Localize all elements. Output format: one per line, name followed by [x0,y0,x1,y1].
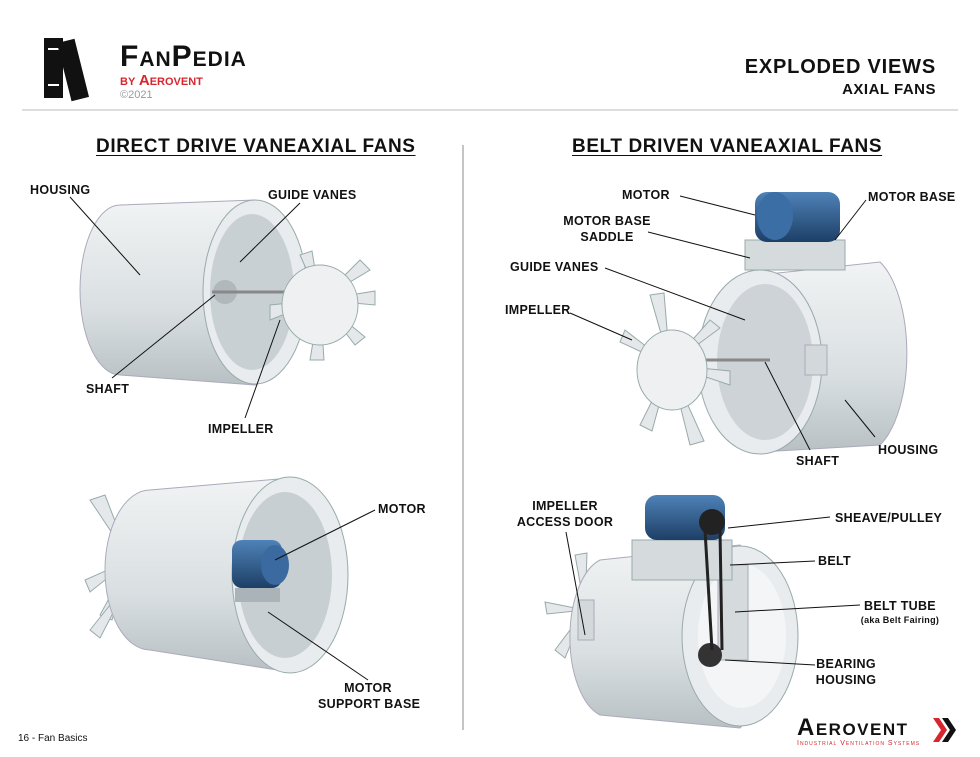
belt-driven-fan-exploded [619,192,908,455]
label-motor-base: MOTOR BASE [868,190,956,204]
belt-driven-fan-assembled [544,495,799,729]
footer-brand-logo: Aerovent [797,714,909,741]
label-sheave-pulley: SHEAVE/PULLEY [835,511,943,525]
direct-drive-fan-exploded [79,199,376,386]
label-shaft: SHAFT [86,382,130,396]
page-title: EXPLODED VIEWS [744,56,936,78]
aerovent-chevron-icon [933,718,956,742]
label-guide-vanes-right: GUIDE VANES [510,260,599,274]
leader-lines [69,195,876,681]
label-housing-right: HOUSING [878,443,939,457]
direct-drive-fan-assembled [84,476,349,674]
label-belt: BELT [818,554,851,568]
label-motor-right: MOTOR [622,188,670,202]
label-motor: MOTOR [378,502,426,516]
page-number: 16 - Fan Basics [18,733,88,744]
label-belt-tube: BELT TUBE(aka Belt Fairing) [850,598,950,626]
section-title-belt-driven: BELT DRIVEN VANEAXIAL FANS [572,136,883,157]
section-title-direct-drive: DIRECT DRIVE VANEAXIAL FANS [96,136,416,157]
label-shaft-right: SHAFT [796,454,840,468]
label-impeller-right: IMPELLER [505,303,571,317]
logo-byline: by Aerovent [120,72,203,89]
page-subtitle: AXIAL FANS [842,81,936,98]
label-belt-tube-note: (aka Belt Fairing) [860,615,940,625]
label-housing: HOUSING [30,183,91,197]
label-guide-vanes: GUIDE VANES [268,188,357,202]
logo-copyright: ©2021 [120,89,153,101]
label-impeller: IMPELLER [208,422,274,436]
logo-wordmark: FanPedia [120,40,247,73]
books-logo-icon [44,38,89,102]
footer-brand-tagline: Industrial Ventilation Systems [797,740,921,747]
